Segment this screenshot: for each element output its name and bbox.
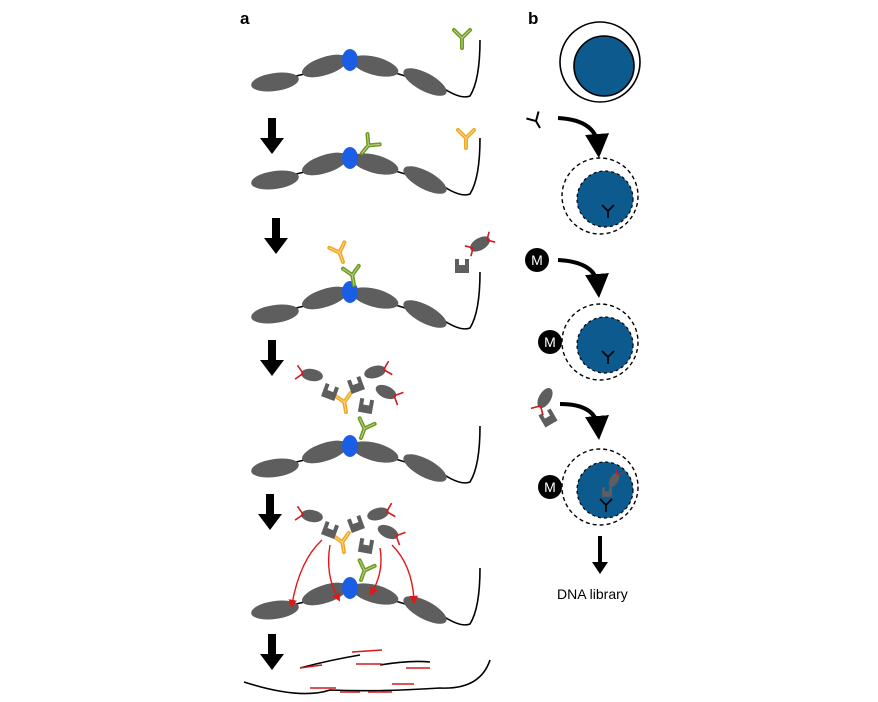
enzyme-fusion-icon (530, 385, 558, 428)
enzyme-complex-left (294, 360, 404, 415)
adapter-loaded-enzyme (464, 231, 496, 257)
down-arrow-icon (260, 634, 284, 670)
panel-b-label: b (528, 9, 538, 28)
down-arrow-icon (592, 536, 608, 574)
cell-permeabilized (561, 157, 639, 235)
chromatin-step-3 (249, 271, 481, 335)
chromatin-step-4 (249, 425, 481, 489)
enzyme-fusion-icon (455, 259, 469, 273)
cell-marked: M (538, 303, 639, 381)
curved-arrow-icon (557, 258, 609, 298)
cell-tagmented: M (538, 448, 639, 526)
cell-intact (559, 21, 641, 103)
marker-label: M (531, 252, 543, 268)
secondary-antibody-free (456, 128, 476, 150)
dna-library-label: DNA library (557, 586, 628, 602)
tagmented-fragments (243, 649, 491, 695)
down-arrow-icon (260, 340, 284, 376)
primary-antibody-bound (351, 558, 377, 585)
curved-arrow-icon (288, 539, 418, 609)
primary-antibody-bound (351, 416, 377, 443)
chromatin-step-5 (249, 567, 481, 631)
down-arrow-icon (264, 218, 288, 254)
primary-antibody-free (452, 28, 472, 50)
down-arrow-icon (260, 118, 284, 154)
curved-arrow-icon (559, 402, 609, 440)
marker-icon: M (525, 248, 549, 272)
secondary-antibody-bound (330, 530, 354, 556)
enzyme-complex-active (294, 502, 406, 555)
panel-a-label: a (240, 9, 250, 28)
chromatin-step-1 (249, 39, 481, 103)
curved-arrow-icon (557, 116, 610, 158)
marker-label: M (544, 479, 556, 495)
secondary-antibody-bound (327, 240, 353, 267)
marker-label: M (544, 334, 556, 350)
secondary-antibody-bound (332, 390, 356, 416)
antibody-icon (526, 111, 541, 129)
down-arrow-icon (258, 494, 282, 530)
